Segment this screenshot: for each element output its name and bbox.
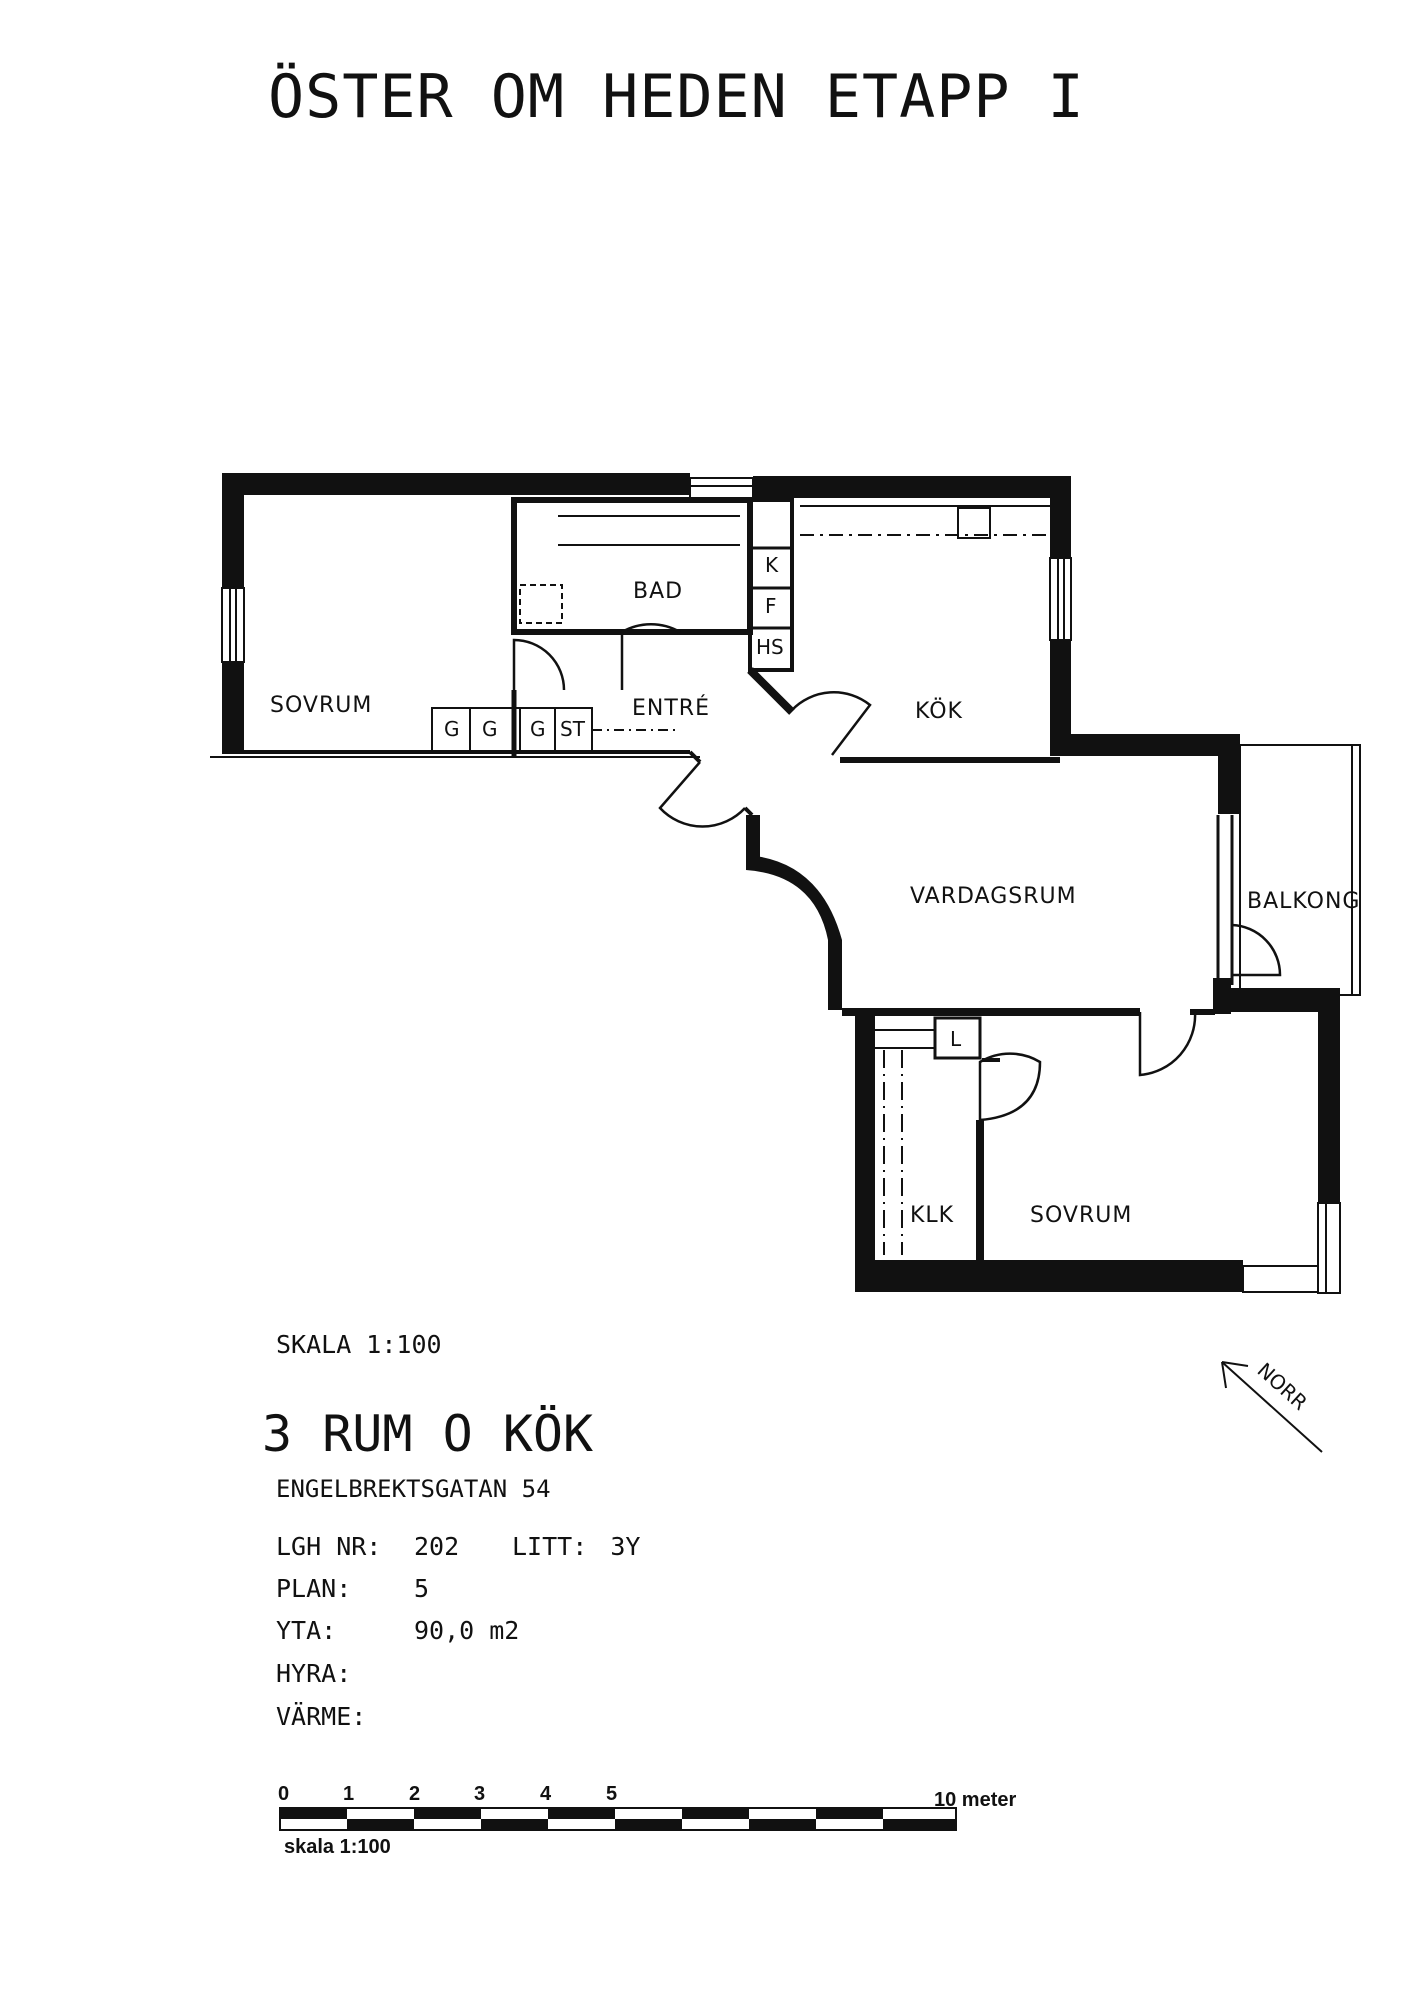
north-arrow-icon [1221, 1361, 1323, 1453]
litt-value: 3Y [610, 1532, 641, 1561]
room-label-vardagsrum: VARDAGSRUM [910, 884, 1077, 909]
fixture-label-l: L [950, 1027, 962, 1051]
scale-tick-4: 4 [540, 1783, 552, 1805]
fixture-label-st: ST [560, 717, 586, 741]
fixture-label-g3: G [530, 717, 546, 741]
fixture-label-g2: G [482, 717, 498, 741]
scale-tick-3: 3 [474, 1783, 485, 1805]
varme-label: VÄRME: [276, 1702, 367, 1731]
lgh-nr-value: 202 [414, 1532, 460, 1561]
north-label: NORR [1253, 1358, 1313, 1415]
varme-row: VÄRME: [276, 1702, 414, 1731]
hyra-label: HYRA: [276, 1659, 352, 1688]
fixture-label-k: K [765, 553, 779, 577]
skala-label: SKALA 1:100 [276, 1330, 442, 1359]
page-title: ÖSTER OM HEDEN ETAPP I [268, 62, 1085, 132]
windows [221, 477, 1341, 1294]
apartment-type: 3 RUM O KÖK [262, 1405, 594, 1463]
hyra-row: HYRA: [276, 1659, 414, 1688]
lgh-nr-row: LGH NR: 202 [276, 1532, 459, 1561]
fixture-label-hs: HS [756, 635, 784, 659]
interior-walls [210, 497, 1361, 1262]
room-label-klk: KLK [910, 1203, 954, 1228]
litt-label: LITT: [512, 1532, 588, 1561]
fixture-label-g1: G [444, 717, 460, 741]
scale-end-label: 10 meter [934, 1789, 1016, 1811]
room-label-entre: ENTRÉ [632, 695, 710, 721]
lgh-nr-label: LGH NR: [276, 1532, 382, 1561]
fixture-label-f: F [765, 594, 777, 618]
litt-row: LITT: 3Y [512, 1532, 640, 1561]
plan-label: PLAN: [276, 1574, 352, 1603]
scale-tick-5: 5 [606, 1783, 617, 1805]
yta-row: YTA: 90,0 m2 [276, 1616, 519, 1645]
plan-row: PLAN: 5 [276, 1574, 429, 1603]
yta-label: YTA: [276, 1616, 337, 1645]
room-label-sovrum-2: SOVRUM [1030, 1203, 1132, 1228]
room-label-bad: BAD [633, 579, 683, 604]
scale-tick-0: 0 [278, 1783, 289, 1805]
room-label-sovrum-1: SOVRUM [270, 693, 372, 718]
scale-caption: skala 1:100 [284, 1836, 391, 1858]
door-swings [512, 622, 1282, 1122]
scale-tick-1: 1 [343, 1783, 354, 1805]
plan-value: 5 [414, 1574, 430, 1603]
address: ENGELBREKTSGATAN 54 [276, 1475, 551, 1503]
exterior-walls [222, 473, 1340, 1292]
scale-tick-2: 2 [409, 1783, 420, 1805]
room-label-kok: KÖK [915, 698, 963, 724]
scale-bar [279, 1807, 957, 1831]
room-label-balkong: BALKONG [1247, 889, 1360, 914]
yta-value: 90,0 m2 [414, 1616, 520, 1645]
